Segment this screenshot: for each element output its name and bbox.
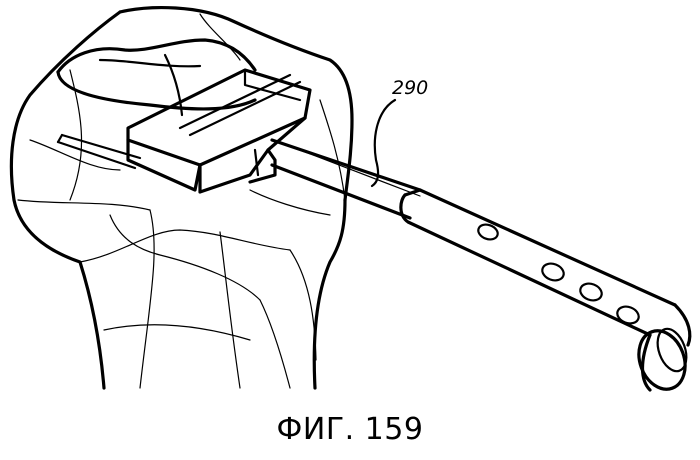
handle — [401, 190, 693, 396]
handle-hole — [578, 281, 604, 304]
condyle — [58, 40, 255, 115]
leader-line — [372, 100, 395, 186]
figure-caption: ФИГ. 159 — [0, 412, 700, 447]
handle-hole — [540, 261, 566, 284]
reference-numeral: 290 — [392, 77, 428, 99]
cutting-guide-block — [128, 70, 310, 192]
handle-hole — [615, 304, 641, 327]
